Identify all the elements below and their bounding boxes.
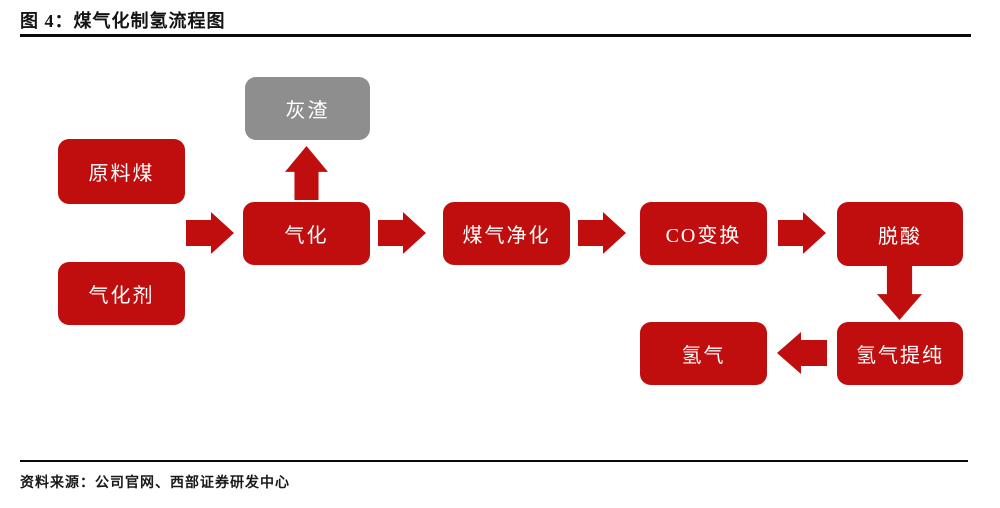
arrow-down-deacid-to-h2-purification-icon: [877, 266, 922, 320]
node-label: 脱酸: [878, 225, 922, 248]
node-gas-purification: 煤气净化: [443, 202, 570, 265]
node-label: 气化剂: [88, 285, 155, 307]
node-co-shift: CO变换: [640, 202, 767, 265]
footer-divider: [20, 460, 968, 462]
node-label: 原料煤: [88, 163, 155, 185]
figure-title: 图 4：煤气化制氢流程图: [20, 11, 226, 31]
node-hydrogen-purification: 氢气提纯: [837, 322, 963, 385]
source-text: 资料来源：公司官网、西部证券研发中心: [20, 476, 290, 491]
node-label: CO变换: [665, 225, 742, 247]
node-label: 煤气净化: [462, 225, 551, 247]
node-deacidification: 脱酸: [837, 202, 963, 266]
arrow-up-gasification-to-ash-icon: [285, 146, 328, 200]
node-gasification-agent: 气化剂: [58, 262, 185, 325]
node-raw-coal: 原料煤: [58, 139, 185, 204]
node-gasification: 气化: [243, 202, 370, 265]
arrow-right-gasification-to-purification-icon: [378, 212, 426, 254]
arrow-right-purification-to-co-shift-icon: [578, 212, 626, 254]
node-ash-residue: 灰渣: [245, 77, 370, 140]
arrow-right-co-shift-to-deacid-icon: [778, 212, 826, 254]
arrow-left-h2-purification-to-hydrogen-icon: [777, 332, 827, 374]
node-label: 灰渣: [285, 100, 330, 122]
title-divider: [20, 34, 971, 37]
node-label: 气化: [284, 225, 329, 247]
node-label: 氢气提纯: [856, 345, 944, 367]
node-hydrogen: 氢气: [640, 322, 767, 385]
node-label: 氢气: [681, 345, 726, 367]
arrow-right-inputs-to-gasification-icon: [186, 212, 234, 254]
